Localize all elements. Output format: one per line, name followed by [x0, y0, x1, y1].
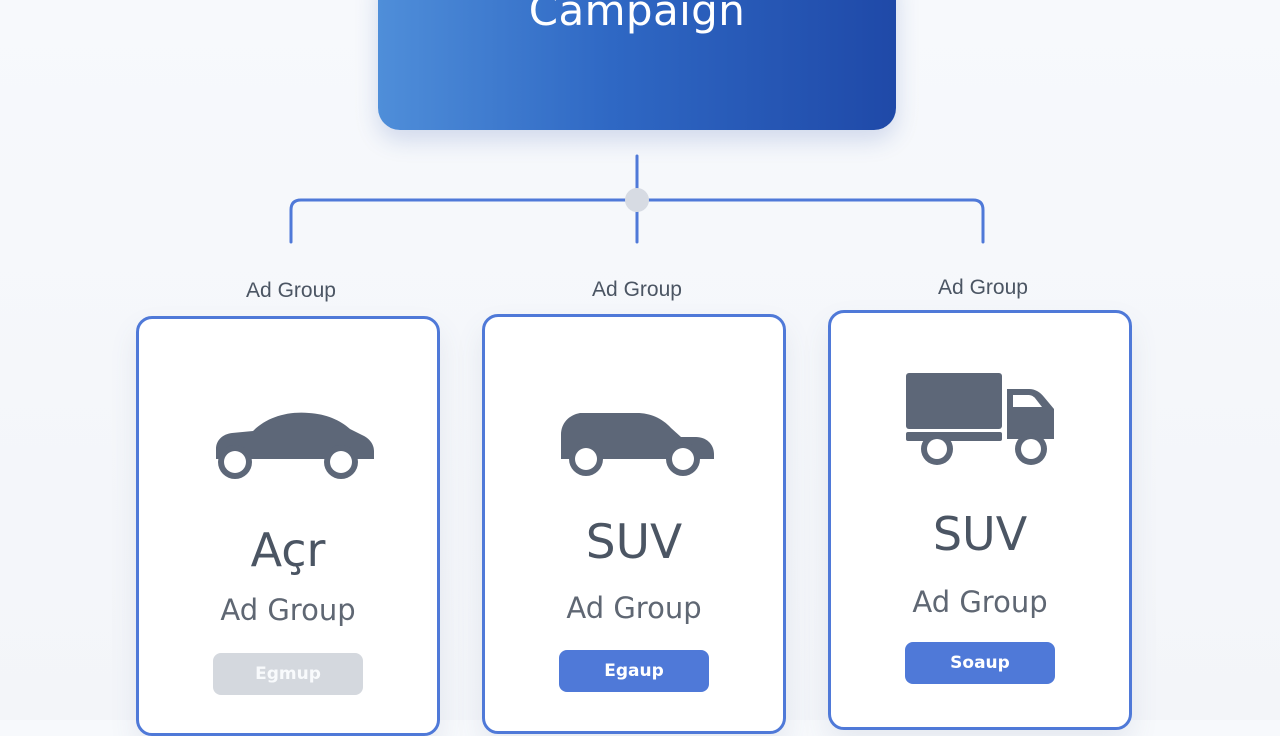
ad-group-card-car: Açr Ad Group Egmup [136, 316, 440, 736]
group-caption-2: Ad Group [592, 278, 682, 301]
group-caption-1: Ad Group [246, 279, 336, 302]
group-label: Ad Group [912, 585, 1048, 619]
group-caption-3: Ad Group [938, 276, 1028, 299]
ad-group-card-suv: SUV Ad Group Egaup [482, 314, 786, 734]
group-label: Ad Group [220, 593, 356, 627]
connector-node [625, 188, 649, 212]
card-action-button[interactable]: Soaup [905, 642, 1055, 684]
card-action-button[interactable]: Egmup [213, 653, 363, 695]
truck-icon [906, 373, 1054, 465]
vehicle-title: Açr [250, 523, 326, 577]
suv-icon [561, 413, 714, 476]
campaign-box: Campaign [378, 0, 896, 130]
vehicle-title: SUV [585, 515, 683, 570]
card-action-button[interactable]: Egaup [559, 650, 709, 692]
campaign-title: Campaign [528, 0, 746, 35]
ad-group-card-truck: SUV Ad Group Soaup [828, 310, 1132, 730]
vehicle-title: SUV [932, 507, 1028, 561]
car-icon [216, 412, 374, 479]
group-label: Ad Group [566, 591, 702, 625]
